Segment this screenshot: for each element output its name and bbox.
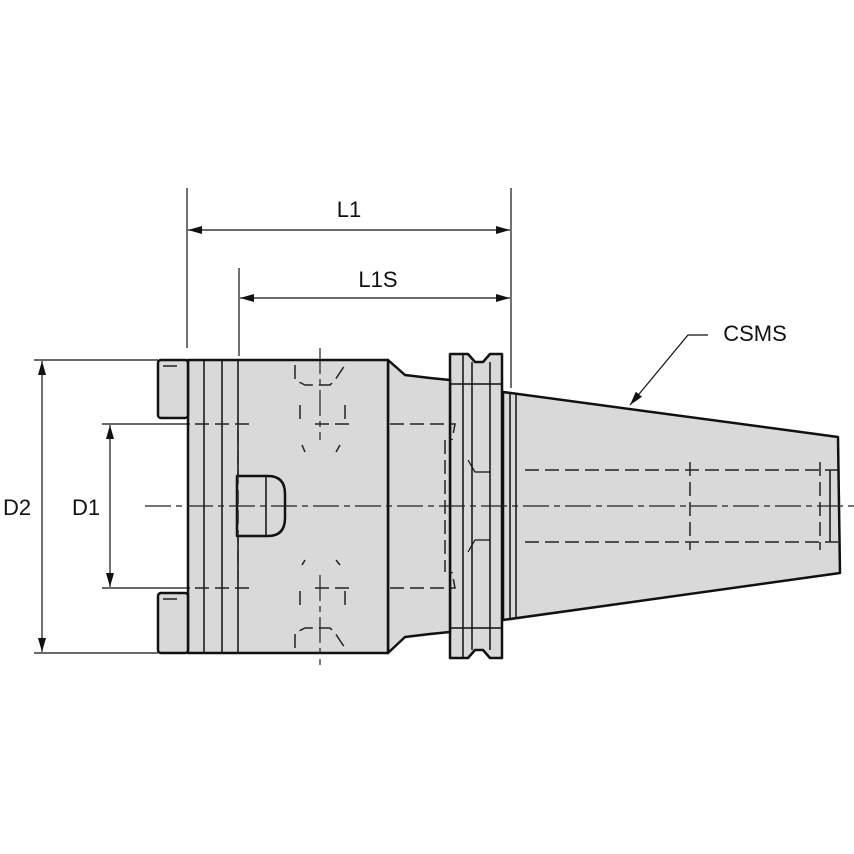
dimension-d2: D2 bbox=[0, 359, 158, 654]
dimension-l1: L1 bbox=[186, 188, 512, 388]
label-csms: CSMS bbox=[723, 321, 787, 346]
dimension-l1s: L1S bbox=[238, 267, 510, 356]
label-d2: D2 bbox=[3, 495, 31, 520]
callout-csms: CSMS bbox=[629, 321, 787, 406]
drive-tabs bbox=[156, 358, 190, 655]
dimension-d1: D1 bbox=[66, 423, 190, 589]
label-l1: L1 bbox=[337, 197, 361, 222]
label-d1: D1 bbox=[72, 495, 100, 520]
label-l1s: L1S bbox=[358, 267, 397, 292]
